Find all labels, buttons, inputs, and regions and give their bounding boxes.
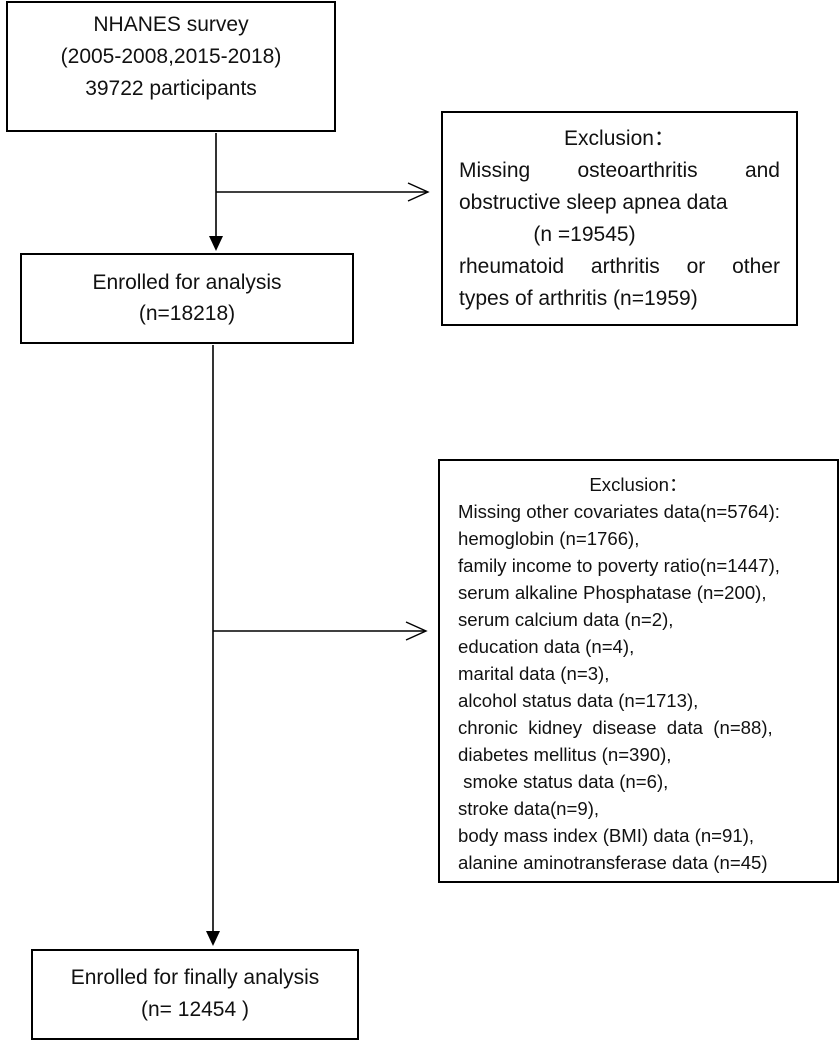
survey-title: NHANES survey (93, 13, 249, 36)
exclusion2-line: chronic kidney disease data (n=88), (458, 717, 773, 738)
exclusion2-line: serum calcium data (n=2), (458, 609, 674, 630)
survey-box: NHANES survey (2005-2008,2015-2018) 3972… (6, 1, 336, 132)
exclusion1-line-5: types of arthritis (n=1959) (459, 287, 698, 310)
enrolled-box: Enrolled for analysis (n=18218) (20, 253, 354, 344)
exclusion1-line-3: (n =19545) (533, 223, 636, 246)
exclusion1-word: arthritis (590, 255, 660, 278)
exclusion2-line: alcohol status data (n=1713), (458, 690, 699, 711)
exclusion1-word: rheumatoid (459, 255, 565, 278)
exclusion1-word: osteoarthritis (577, 159, 698, 182)
exclusion2-line: alanine aminotransferase data (n=45) (458, 852, 768, 873)
exclusion1-word: other (732, 255, 780, 278)
enrolled-count: (n=18218) (138, 302, 236, 325)
final-box: Enrolled for finally analysis (n= 12454 … (31, 949, 359, 1040)
exclusion1-word: Missing (459, 159, 531, 182)
exclusion1-box: Exclusion： Missing osteoarthritis and ob… (441, 111, 798, 326)
exclusion2-line: serum alkaline Phosphatase (n=200), (458, 582, 767, 603)
exclusion1-heading: Exclusion： (564, 127, 675, 150)
exclusion2-line: education data (n=4), (458, 636, 635, 657)
exclusion1-line-2: obstructive sleep apnea data (459, 191, 728, 214)
exclusion2-line: body mass index (BMI) data (n=91), (458, 825, 755, 846)
exclusion1-line-1: Missing osteoarthritis and (459, 155, 780, 187)
exclusion2-line: Missing other covariates data(n=5764): (458, 501, 780, 522)
survey-years: (2005-2008,2015-2018) (60, 45, 282, 68)
exclusion2-line: diabetes mellitus (n=390), (458, 744, 672, 765)
survey-participants: 39722 participants (85, 77, 257, 100)
exclusion2-heading: Exclusion： (589, 474, 688, 495)
exclusion2-line: hemoglobin (n=1766), (458, 528, 640, 549)
arrowhead-exclusion1 (407, 182, 430, 202)
arrowhead-exclusion2 (405, 621, 428, 641)
exclusion2-line: family income to poverty ratio(n=1447), (458, 555, 780, 576)
exclusion2-line: smoke status data (n=6), (458, 771, 669, 792)
exclusion2-line: stroke data(n=9), (458, 798, 600, 819)
exclusion2-line: marital data (n=3), (458, 663, 610, 684)
arrowhead-enrolled (209, 236, 223, 251)
enrolled-title: Enrolled for analysis (92, 271, 282, 294)
exclusion1-word: or (686, 255, 706, 278)
final-count: (n= 12454 ) (141, 998, 249, 1021)
final-title: Enrolled for finally analysis (70, 966, 320, 989)
exclusion1-line-4: rheumatoid arthritis or other (459, 251, 780, 283)
exclusion2-box: Exclusion： Missing other covariates data… (438, 459, 839, 883)
exclusion1-word: and (744, 159, 780, 182)
arrowhead-final (206, 931, 220, 946)
